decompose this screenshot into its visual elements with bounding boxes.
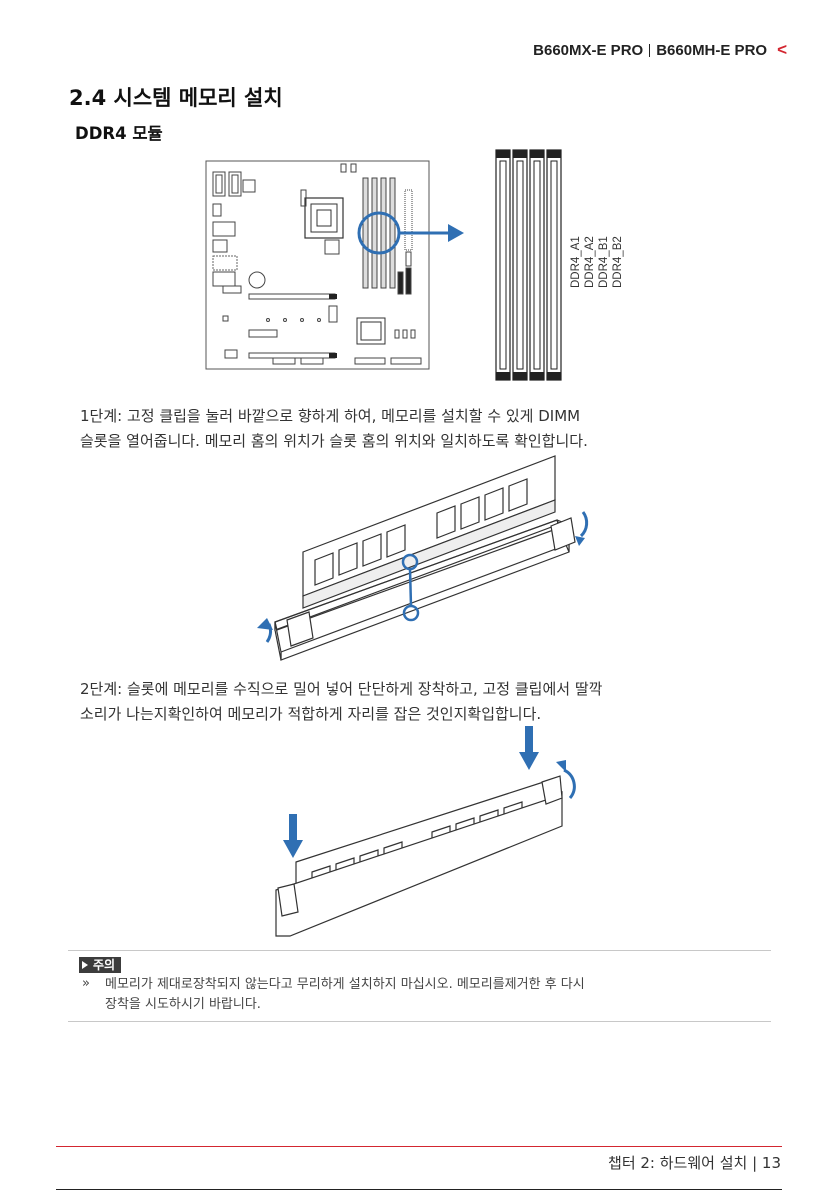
caution-line2: 장착을 시도하시기 바랍니다. — [105, 997, 261, 1012]
header-separator — [649, 43, 651, 57]
pointer-arrow-icon — [420, 224, 464, 242]
step2-line1: 2단계: 슬롯에 메모리를 수직으로 밀어 넣어 단단하게 장착하고, 고정 클… — [80, 680, 603, 698]
caution-tag: 주의 — [79, 957, 122, 973]
model-name-b: B660MH-E PRO — [656, 41, 768, 59]
section-title: 2.4 시스템 메모리 설치 — [69, 86, 283, 110]
slot-label-a1: DDR4_A1 — [570, 236, 582, 288]
step2-line2: 소리가 나는지확인하여 메모리가 적합하게 자리를 잡은 것인지확입합니다. — [80, 705, 542, 723]
slot-labels: DDR4_A1 DDR4_A2 DDR4_B1 DDR4_B2 — [568, 232, 630, 292]
footer-page-label: 챕터 2: 하드웨어 설치 | 13 — [608, 1154, 781, 1172]
step1-instructions: 1단계: 고정 클립을 눌러 바깥으로 향하게 하여, 메모리를 설치할 수 있… — [80, 404, 780, 454]
caution-line1: 메모리가 제대로장착되지 않는다고 무리하게 설치하지 마십시오. 메모리를제거… — [105, 977, 585, 992]
footer-divider-bottom — [56, 1189, 782, 1190]
dimm-slots-diagram — [495, 149, 562, 381]
bullet-marker: » — [82, 976, 90, 991]
step2-instructions: 2단계: 슬롯에 메모리를 수직으로 밀어 넣어 단단하게 장착하고, 고정 클… — [80, 677, 780, 727]
caution-note: 주의 » 메모리가 제대로장착되지 않는다고 무리하게 설치하지 마십시오. 메… — [68, 950, 771, 1022]
step2-illustration — [275, 726, 576, 937]
slot-label-a2: DDR4_A2 — [584, 236, 596, 288]
slot-label-b2: DDR4_B2 — [612, 236, 624, 288]
step1-line2: 슬롯을 열어줍니다. 메모리 홈의 위치가 슬롯 홈의 위치와 일치하도록 확인… — [80, 432, 588, 450]
section-subtitle: DDR4 모듈 — [75, 124, 163, 143]
model-name-a: B660MX-E PRO — [533, 41, 644, 59]
step1-illustration — [257, 455, 589, 661]
footer-divider-red — [56, 1146, 782, 1147]
step1-line1: 1단계: 고정 클립을 눌러 바깥으로 향하게 하여, 메모리를 설치할 수 있… — [80, 407, 581, 425]
motherboard-diagram — [205, 160, 430, 370]
slot-label-b1: DDR4_B1 — [598, 236, 610, 288]
chevron-left-icon: < — [777, 40, 787, 59]
caution-text: 메모리가 제대로장착되지 않는다고 무리하게 설치하지 마십시오. 메모리를제거… — [105, 975, 755, 1015]
header-models: B660MX-E PRO B660MH-E PRO < — [533, 40, 787, 60]
